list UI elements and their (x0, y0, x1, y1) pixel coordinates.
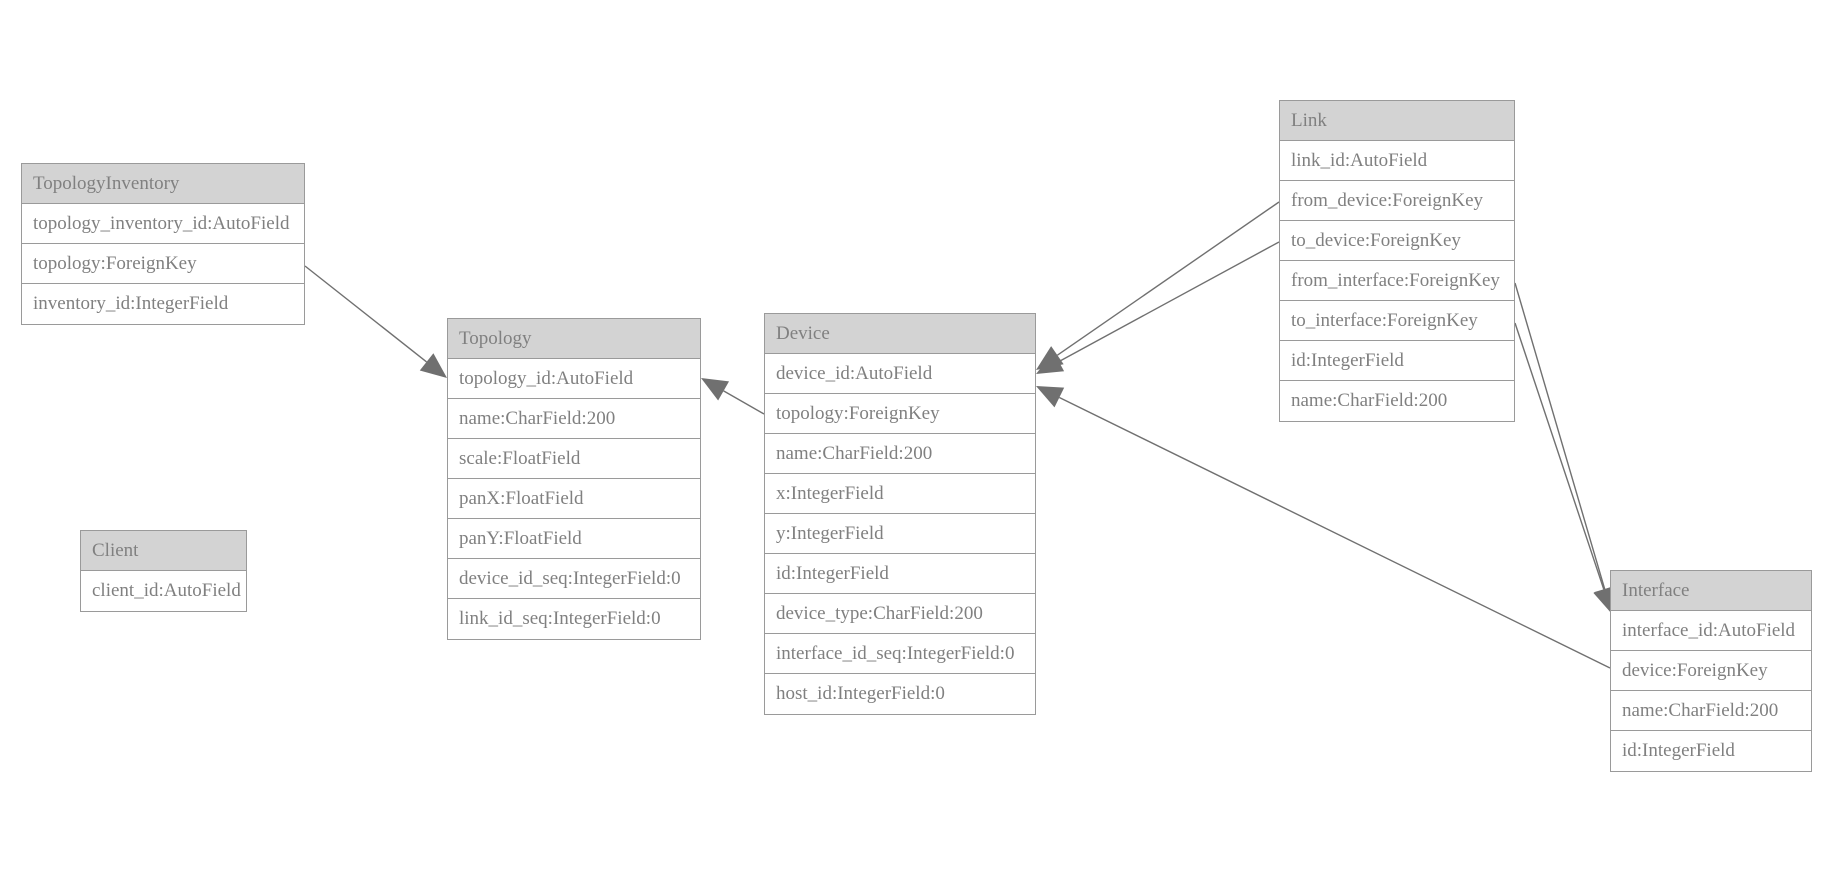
field-row[interactable]: link_id:AutoField (1280, 141, 1514, 181)
field-row[interactable]: device_type:CharField:200 (765, 594, 1035, 634)
entity-title-topology: Topology (448, 319, 700, 359)
field-row[interactable]: to_interface:ForeignKey (1280, 301, 1514, 341)
field-row[interactable]: inventory_id:IntegerField (22, 284, 304, 324)
field-row[interactable]: device_id:AutoField (765, 354, 1035, 394)
arrowhead-icon (701, 378, 730, 401)
entity-fields-client: client_id:AutoField (81, 571, 246, 611)
field-row[interactable]: topology:ForeignKey (22, 244, 304, 284)
field-row[interactable]: interface_id:AutoField (1611, 611, 1811, 651)
field-row[interactable]: id:IntegerField (1280, 341, 1514, 381)
arrowhead-icon (1036, 386, 1065, 408)
relationship-line (723, 390, 765, 415)
field-row[interactable]: name:CharField:200 (1611, 691, 1811, 731)
field-row[interactable]: from_device:ForeignKey (1280, 181, 1514, 221)
field-row[interactable]: name:CharField:200 (448, 399, 700, 439)
field-row[interactable]: device_id_seq:IntegerField:0 (448, 559, 700, 599)
entity-title-topology_inventory: TopologyInventory (22, 164, 304, 204)
field-row[interactable]: name:CharField:200 (1280, 381, 1514, 421)
relationship-interface-device-to-device (1036, 386, 1611, 669)
field-row[interactable]: to_device:ForeignKey (1280, 221, 1514, 261)
relationship-link-to-device-to-device (1036, 241, 1280, 374)
relationship-line (1059, 396, 1611, 669)
field-row[interactable]: from_interface:ForeignKey (1280, 261, 1514, 301)
field-row[interactable]: panY:FloatField (448, 519, 700, 559)
field-row[interactable]: panX:FloatField (448, 479, 700, 519)
relationship-line (1514, 322, 1605, 590)
entity-title-device: Device (765, 314, 1035, 354)
entity-title-link: Link (1280, 101, 1514, 141)
relationship-line (1514, 282, 1606, 590)
relationship-device-to-topology (701, 378, 765, 415)
field-row[interactable]: id:IntegerField (1611, 731, 1811, 771)
field-row[interactable]: topology:ForeignKey (765, 394, 1035, 434)
field-row[interactable]: x:IntegerField (765, 474, 1035, 514)
field-row[interactable]: id:IntegerField (765, 554, 1035, 594)
arrowhead-icon (1036, 346, 1064, 370)
arrowhead-icon (1036, 351, 1065, 374)
relationship-topologyinventory-to-topology (304, 265, 447, 378)
relationship-line (304, 265, 428, 363)
relationship-link-from-interface-to-interface (1514, 282, 1616, 614)
entity-title-client: Client (81, 531, 246, 571)
entity-title-interface: Interface (1611, 571, 1811, 611)
field-row[interactable]: client_id:AutoField (81, 571, 246, 611)
field-row[interactable]: link_id_seq:IntegerField:0 (448, 599, 700, 639)
relationship-line (1056, 201, 1280, 356)
field-row[interactable]: topology_id:AutoField (448, 359, 700, 399)
field-row[interactable]: y:IntegerField (765, 514, 1035, 554)
field-row[interactable]: host_id:IntegerField:0 (765, 674, 1035, 714)
relationship-link-from-device-to-device (1036, 201, 1280, 370)
arrowhead-icon (419, 353, 447, 378)
field-row[interactable]: device:ForeignKey (1611, 651, 1811, 691)
field-row[interactable]: topology_inventory_id:AutoField (22, 204, 304, 244)
relationship-line (1058, 241, 1280, 363)
field-row[interactable]: scale:FloatField (448, 439, 700, 479)
field-row[interactable]: interface_id_seq:IntegerField:0 (765, 634, 1035, 674)
relationship-link-to-interface-to-interface (1514, 322, 1615, 614)
field-row[interactable]: name:CharField:200 (765, 434, 1035, 474)
